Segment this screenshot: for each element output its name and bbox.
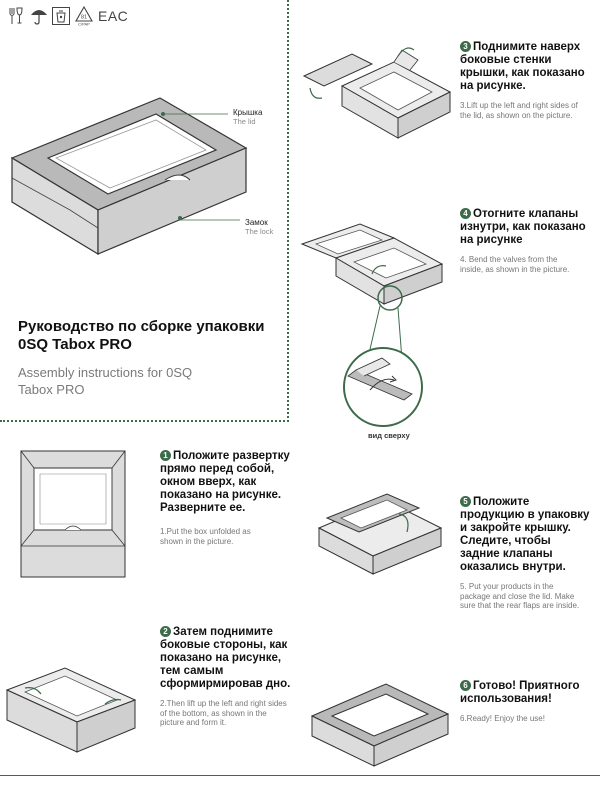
step5-illustration (317, 493, 443, 575)
header-icons: 81 C/PAP EAC (8, 5, 138, 27)
step3-illustration (302, 47, 452, 139)
step-6-en: 6.Ready! Enjoy the use! (460, 714, 545, 723)
step-5-en: 5. Put your products in the package and … (460, 582, 580, 610)
lid-label-en: The lid (233, 117, 256, 126)
lock-pointer (180, 219, 240, 221)
fork-glass-icon (9, 7, 23, 24)
page-subtitle: Assembly instructions for 0SQ Tabox PRO (18, 365, 193, 397)
step6-illustration (310, 683, 450, 767)
step-3-en: 3.Lift up the left and right sides of th… (460, 101, 578, 120)
lock-label-ru: Замок (245, 218, 268, 227)
intro-frame (0, 0, 289, 422)
step1-illustration (20, 450, 126, 578)
bottom-rule (0, 775, 600, 776)
eac-mark-icon: EAC (98, 8, 128, 24)
step-2-number: 2 (160, 626, 171, 637)
step-2-en: 2.Then lift up the left and right sides … (160, 699, 287, 727)
recycle-code: 81 (81, 15, 87, 21)
top-view-label: вид сверху (368, 431, 410, 440)
top-view-detail (343, 347, 423, 427)
step-5-number: 5 (460, 496, 471, 507)
trash-bin-icon (52, 7, 70, 25)
step2-illustration (5, 667, 137, 753)
recycling-icon: 81 C/PAP (75, 5, 93, 27)
page-title: Руководство по сборке упаковки 0SQ Tabox… (18, 318, 265, 353)
step-1-en: 1.Put the box unfolded as shown in the p… (160, 527, 251, 546)
eac-text: EAC (98, 8, 128, 24)
lock-label-en: The lock (245, 227, 274, 236)
step-4-number: 4 (460, 208, 471, 219)
umbrella-icon (31, 10, 47, 25)
step-1-number: 1 (160, 450, 171, 461)
recycle-material: C/PAP (78, 22, 90, 27)
step4-illustration (300, 223, 444, 305)
step-3-number: 3 (460, 41, 471, 52)
lock-callout: Замок The lock (245, 218, 273, 236)
lid-pointer (163, 113, 228, 115)
closed-box-illustration (10, 97, 248, 256)
step-6-number: 6 (460, 680, 471, 691)
step-4-en: 4. Bend the valves from the inside, as s… (460, 255, 570, 274)
lid-callout: Крышка The lid (233, 108, 262, 126)
lid-label-ru: Крышка (233, 108, 263, 117)
